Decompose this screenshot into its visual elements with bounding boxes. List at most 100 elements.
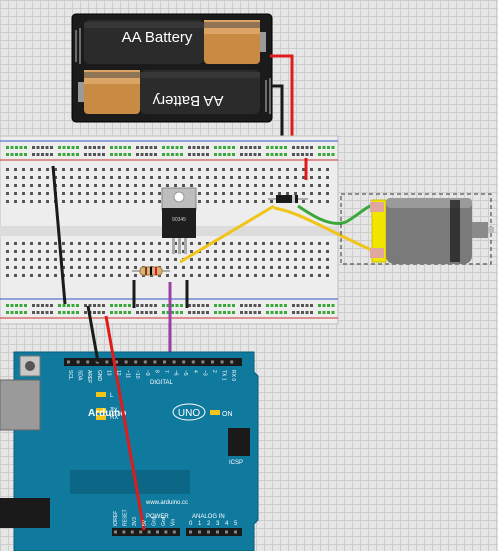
header-pin (76, 360, 80, 364)
breadboard-hole (214, 200, 217, 203)
breadboard-hole (198, 200, 201, 203)
breadboard-hole (278, 274, 281, 277)
breadboard-hole (310, 176, 313, 179)
breadboard-hole (244, 146, 248, 149)
breadboard-hole (266, 304, 269, 307)
breadboard-hole (174, 184, 177, 187)
breadboard-hole (318, 168, 321, 171)
battery-pack[interactable] (71, 13, 273, 123)
breadboard-hole (230, 184, 233, 187)
breadboard-hole (327, 311, 330, 314)
breadboard-hole (230, 192, 233, 195)
breadboard-hole (246, 184, 249, 187)
breadboard-hole (262, 200, 265, 203)
breadboard-hole (266, 153, 269, 156)
breadboard-hole (6, 266, 9, 269)
breadboard-hole (275, 153, 278, 156)
analog-pin-label: 3 (216, 521, 220, 527)
breadboard-hole (22, 176, 25, 179)
breadboard-hole (166, 258, 169, 261)
breadboard-hole (136, 146, 139, 149)
breadboard-hole (262, 250, 265, 253)
breadboard-hole (93, 311, 96, 314)
header-top-label: 13 (105, 370, 111, 376)
breadboard-hole (222, 250, 225, 253)
breadboard-hole (54, 242, 57, 245)
arduino-gnd-wire[interactable] (86, 305, 100, 363)
breadboard-hole (102, 250, 105, 253)
breadboard-hole (206, 266, 209, 269)
breadboard-hole (223, 146, 226, 149)
breadboard-hole (126, 274, 129, 277)
breadboard-hole (230, 200, 233, 203)
breadboard-hole (180, 311, 183, 314)
breadboard-hole (134, 200, 137, 203)
breadboard-hole (254, 250, 257, 253)
breadboard-hole (275, 311, 278, 314)
breadboard-hole (190, 266, 193, 269)
header-pin (147, 530, 151, 534)
dc-motor[interactable] (340, 193, 494, 265)
breadboard-hole (206, 168, 209, 171)
breadboard-hole (322, 311, 326, 314)
breadboard-hole (292, 311, 295, 314)
breadboard-hole (142, 168, 145, 171)
yellow-wire-regulator[interactable] (179, 204, 275, 264)
battery-black-lead[interactable] (272, 84, 284, 150)
breadboard-hole (14, 274, 17, 277)
breadboard-hole (150, 258, 153, 261)
breadboard-hole (14, 176, 17, 179)
breadboard-hole (6, 304, 9, 307)
breadboard-hole (142, 250, 145, 253)
breadboard-hole (86, 258, 89, 261)
breadboard-hole (86, 200, 89, 203)
breadboard-hole (145, 153, 148, 156)
breadboard-hole (62, 146, 66, 149)
breadboard-hole (110, 153, 113, 156)
breadboard-hole (94, 242, 97, 245)
breadboard-hole (6, 184, 9, 187)
breadboard-hole (318, 258, 321, 261)
breadboard-hole (102, 153, 105, 156)
breadboard-hole (58, 304, 61, 307)
breadboard-hole (136, 304, 139, 307)
breadboard-hole (232, 304, 235, 307)
breadboard-hole (278, 192, 281, 195)
header-top-label: GND (96, 370, 102, 382)
breadboard-hole (201, 311, 205, 314)
breadboard-hole (166, 146, 170, 149)
breadboard-hole (227, 146, 231, 149)
green-wire-motor[interactable] (297, 202, 377, 225)
breadboard-hole (71, 153, 75, 156)
voltage-regulator[interactable] (161, 187, 197, 254)
breadboard-black-jumper-left[interactable] (51, 165, 67, 305)
breadboard-hole (15, 146, 18, 149)
breadboard-hole (230, 258, 233, 261)
breadboard-hole (326, 242, 329, 245)
breadboard-hole (294, 250, 297, 253)
diode[interactable] (268, 195, 308, 203)
breadboard-hole (134, 242, 137, 245)
breadboard-hole (126, 184, 129, 187)
breadboard-hole (62, 311, 66, 314)
breadboard-hole (310, 274, 313, 277)
arduino-board[interactable] (0, 351, 259, 551)
breadboard-hole (6, 200, 9, 203)
breadboard-hole (38, 274, 41, 277)
battery-cell-top (84, 20, 266, 64)
breadboard-hole (70, 250, 73, 253)
resistor[interactable] (132, 266, 170, 276)
breadboard-hole (70, 258, 73, 261)
breadboard-hole (10, 153, 14, 156)
breadboard-hole (166, 274, 169, 277)
breadboard-hole (182, 250, 185, 253)
breadboard-hole (222, 168, 225, 171)
yellow-wire-motor[interactable] (273, 206, 377, 254)
breadboard-hole (145, 304, 148, 307)
header-pin (156, 530, 159, 534)
arduino-5v-wire[interactable] (104, 315, 146, 531)
breadboard-hole (30, 274, 33, 277)
breadboard-hole (326, 266, 329, 269)
breadboard-hole (305, 146, 309, 149)
breadboard-hole (246, 274, 249, 277)
